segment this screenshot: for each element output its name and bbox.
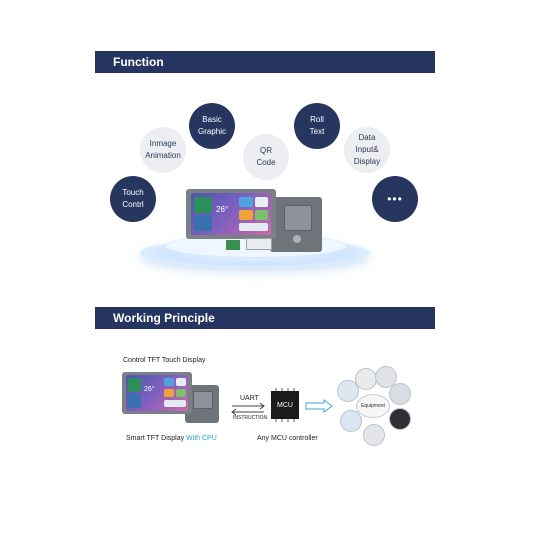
screen-tile (255, 197, 268, 207)
uart-double-arrow-icon (231, 402, 265, 416)
bubble-qr-code: QR Code (243, 134, 289, 180)
screen-tile (239, 223, 268, 231)
equipment-icon (337, 380, 359, 402)
bubble-touch-control: Touch Contrl (110, 176, 156, 222)
screen-tile (164, 389, 174, 397)
bubble-roll-text: Roll Text (294, 103, 340, 149)
pcb-module (193, 391, 213, 409)
instruction-label: INSTRUCTION (233, 415, 268, 421)
caption-mcu-controller: Any MCU controller (257, 435, 318, 442)
equipment-icon (375, 366, 397, 388)
equipment-icon (340, 410, 362, 432)
working-principle-header: Working Principle (95, 307, 435, 329)
equipment-icon (355, 368, 377, 390)
screen-tile (194, 215, 212, 231)
function-header: Function (95, 51, 435, 73)
screen-tile (128, 394, 141, 408)
mcu-chip-icon: MCU (271, 391, 299, 419)
screen-temperature: 26° (144, 386, 155, 393)
screen-tile (239, 210, 253, 220)
equipment-icon (363, 424, 385, 446)
screen-tile (176, 389, 186, 397)
screen-tile (176, 378, 186, 386)
uart-label: UART (240, 395, 259, 402)
screen-tile (239, 197, 253, 207)
mcu-pins (275, 388, 295, 422)
green-connector (226, 240, 240, 250)
screen-tile (194, 197, 212, 213)
small-tft-display-image: 26° (122, 372, 192, 414)
screen-tile (164, 400, 186, 407)
bubble-more: ••• (372, 176, 418, 222)
bubble-basic-graphic: Basic Graphic (189, 103, 235, 149)
screen-temperature: 26° (216, 205, 229, 214)
screen-tile (255, 210, 268, 220)
working-principle-title: Working Principle (113, 311, 215, 325)
screen-tile (128, 378, 141, 392)
equipment-icon (389, 383, 411, 405)
double-arrow-icon (305, 399, 333, 413)
bubble-data-input-display: Data Input& Display (344, 127, 390, 173)
caption-smart-display: Smart TFT Display With CPU (126, 435, 217, 442)
pcb-board-image (270, 197, 322, 252)
caption-control-display: Control TFT Touch Display (123, 357, 206, 364)
equipment-center: Equipment (356, 394, 390, 418)
pcb-buzzer (293, 235, 301, 243)
tft-screen: 26° (191, 193, 271, 235)
function-title: Function (113, 55, 164, 69)
small-tft-screen: 26° (126, 375, 188, 411)
screen-tile (164, 378, 174, 386)
bubble-image-animation: Inmage Animation (140, 127, 186, 173)
tft-display-image: 26° (186, 189, 276, 239)
pcb-module (284, 205, 312, 231)
caption-with-cpu: With CPU (186, 435, 217, 442)
equipment-icon (389, 408, 411, 430)
product-label-sticker (246, 238, 272, 250)
